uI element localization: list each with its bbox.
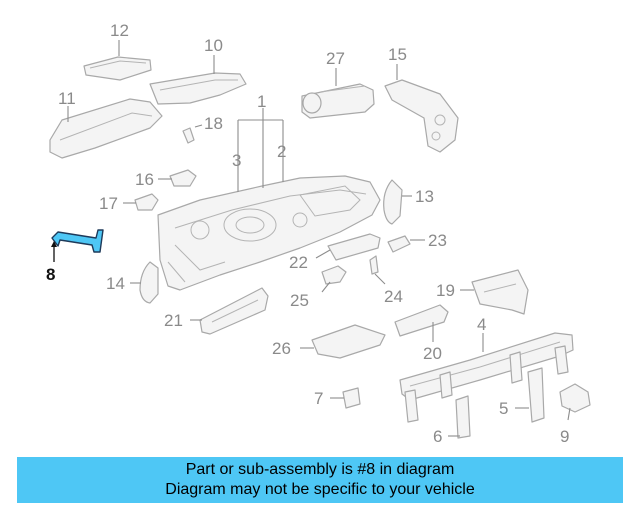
dashboard-assembly[interactable]: [157, 175, 381, 291]
part-12[interactable]: [83, 40, 152, 81]
part-27[interactable]: [301, 68, 375, 119]
callout-21: 21: [164, 311, 183, 330]
callout-23: 23: [428, 231, 447, 250]
part-11[interactable]: [49, 98, 163, 159]
callout-1: 1: [257, 92, 266, 111]
part-25[interactable]: [321, 265, 347, 293]
part-23[interactable]: [387, 235, 425, 253]
callout-14: 14: [106, 274, 125, 293]
callout-25: 25: [290, 291, 309, 310]
callout-7: 7: [314, 389, 323, 408]
part-14[interactable]: [130, 261, 159, 304]
callout-11: 11: [58, 89, 76, 108]
part-6[interactable]: [448, 395, 471, 439]
callout-10: 10: [204, 36, 223, 55]
callout-17: 17: [99, 194, 118, 213]
footer-line-part-number: Part or sub-assembly is #8 in diagram: [185, 461, 455, 478]
part-13[interactable]: [383, 179, 412, 225]
part-18[interactable]: [182, 124, 203, 144]
callout-9: 9: [560, 427, 569, 446]
callout-24: 24: [384, 287, 403, 306]
callout-3: 3: [232, 151, 241, 170]
part-8-highlighted[interactable]: [51, 229, 104, 262]
footer-banner: Part or sub-assembly is #8 in diagram Di…: [17, 457, 623, 503]
part-4[interactable]: [399, 332, 574, 423]
part-15[interactable]: [384, 64, 459, 153]
callout-12: 12: [110, 21, 129, 40]
callout-16: 16: [135, 170, 154, 189]
leaders-1-2-3: [237, 108, 284, 192]
exploded-parts-diagram: 12 10 11 27 15 1 18 3 2 16 13 17 23 22 8…: [46, 21, 591, 446]
callout-22: 22: [289, 253, 308, 272]
part-17[interactable]: [123, 193, 159, 211]
part-9[interactable]: [559, 383, 591, 421]
callout-20: 20: [423, 344, 442, 363]
part-5[interactable]: [515, 367, 545, 423]
callout-labels: 12 10 11 27 15 1 18 3 2 16 13 17 23 22 8…: [46, 21, 569, 446]
callout-19: 19: [436, 281, 455, 300]
part-10[interactable]: [149, 55, 247, 105]
part-24[interactable]: [369, 255, 386, 285]
part-21[interactable]: [190, 287, 269, 335]
callout-8-selected: 8: [46, 265, 55, 284]
part-16[interactable]: [158, 169, 197, 187]
callout-26: 26: [272, 339, 291, 358]
part-19[interactable]: [460, 269, 529, 315]
part-22[interactable]: [315, 233, 381, 261]
callout-15: 15: [388, 45, 407, 64]
callout-18: 18: [204, 114, 223, 133]
callout-5: 5: [499, 399, 508, 418]
callout-6: 6: [433, 427, 442, 446]
part-7[interactable]: [330, 387, 361, 409]
callout-2: 2: [277, 142, 286, 161]
footer-line-disclaimer: Diagram may not be specific to your vehi…: [165, 481, 475, 498]
callout-13: 13: [415, 187, 434, 206]
callout-27: 27: [326, 49, 345, 68]
callout-4: 4: [477, 315, 486, 334]
part-20[interactable]: [394, 304, 449, 342]
part-26[interactable]: [300, 324, 386, 359]
